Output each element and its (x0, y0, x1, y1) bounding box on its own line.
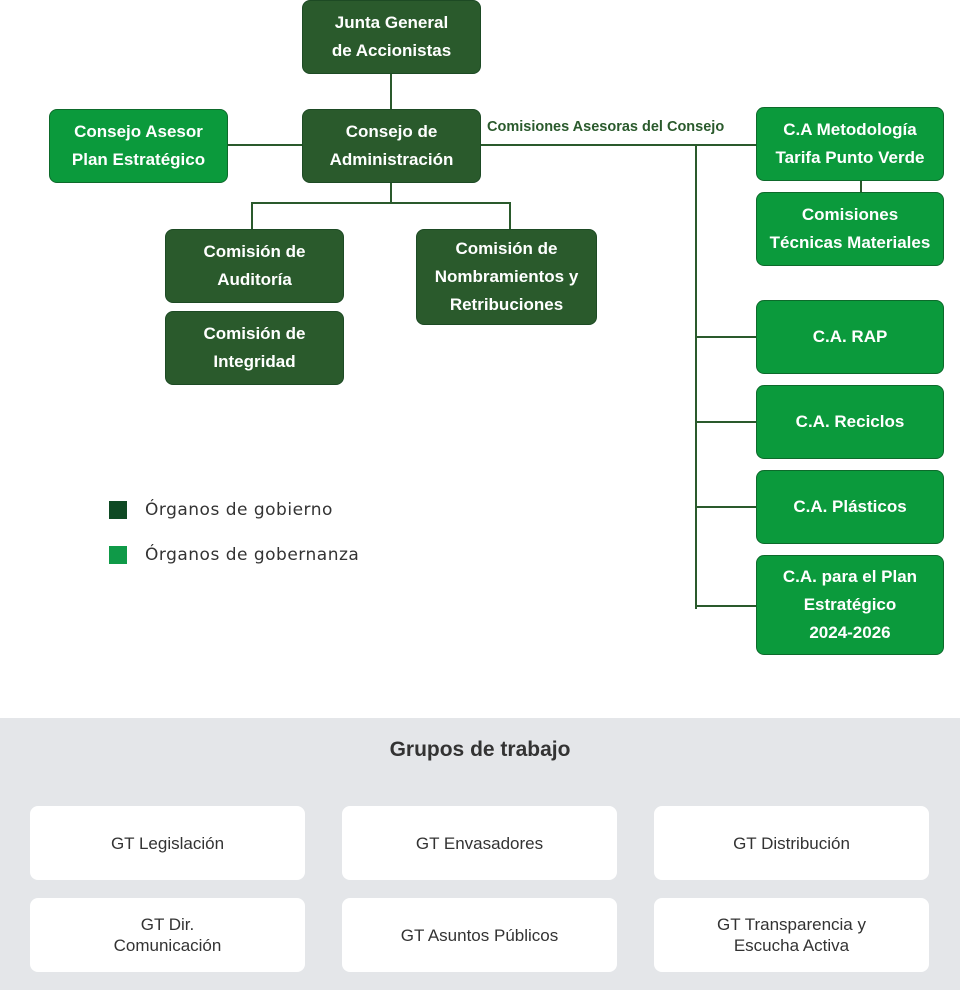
connector-auditoria (251, 202, 253, 230)
connector-asesor-consejo (227, 144, 303, 146)
node-consejo-administracion: Consejo de Administración (302, 109, 481, 183)
legend-label: Órganos de gobernanza (145, 545, 360, 565)
connector-consejo-down (390, 182, 392, 203)
legend-item-gobernanza: Órganos de gobernanza (109, 545, 359, 565)
group-card[interactable]: GT Distribución (654, 806, 929, 880)
node-ca-plan-estrategico: C.A. para el Plan Estratégico 2024-2026 (756, 555, 944, 655)
node-comision-auditoria: Comisión de Auditoría (165, 229, 344, 303)
node-comision-integridad: Comisión de Integridad (165, 311, 344, 385)
group-label: GT Legislación (110, 833, 225, 853)
node-comision-nombramientos: Comisión de Nombramientos y Retribucione… (416, 229, 597, 325)
connector-plasticos (695, 506, 757, 508)
connector-horizontal-comisiones (251, 202, 511, 204)
connector-plan (695, 605, 757, 607)
node-label: Consejo Asesor Plan Estratégico (71, 122, 206, 169)
node-ca-metodologia: C.A Metodología Tarifa Punto Verde (756, 107, 944, 181)
group-label: GT Distribución (733, 833, 850, 853)
group-card[interactable]: GT Legislación (30, 806, 305, 880)
group-label: GT Asuntos Públicos (400, 925, 559, 945)
groups-section: Grupos de trabajo GT Legislación GT Enva… (0, 718, 960, 990)
legend-item-gobierno: Órganos de gobierno (109, 500, 333, 520)
group-label: GT Dir. Comunicación (113, 915, 222, 955)
node-label: Junta General de Accionistas (331, 13, 452, 60)
node-junta-general: Junta General de Accionistas (302, 0, 481, 74)
group-card[interactable]: GT Asuntos Públicos (342, 898, 617, 972)
node-ca-plasticos: C.A. Plásticos (756, 470, 944, 544)
group-card[interactable]: GT Envasadores (342, 806, 617, 880)
node-label: Comisión de Auditoría (203, 242, 306, 289)
node-label: C.A. para el Plan Estratégico 2024-2026 (782, 567, 918, 642)
connector-label-comisiones-asesoras: Comisiones Asesoras del Consejo (487, 119, 725, 135)
groups-title: Grupos de trabajo (389, 738, 571, 761)
legend-swatch-dark (109, 501, 127, 519)
node-ca-reciclos: C.A. Reciclos (756, 385, 944, 459)
node-label: Consejo de Administración (329, 122, 454, 169)
node-comisiones-tecnicas: Comisiones Técnicas Materiales (756, 192, 944, 266)
connector-metodologia-tecnicas (860, 180, 862, 193)
connector-rap (695, 336, 757, 338)
group-label: GT Envasadores (415, 833, 544, 853)
connector-vertical-ca (695, 144, 697, 609)
node-label: C.A. Plásticos (793, 497, 907, 516)
node-label: C.A Metodología Tarifa Punto Verde (775, 120, 925, 167)
node-label: C.A. Reciclos (795, 412, 905, 431)
connector-reciclos (695, 421, 757, 423)
legend-swatch-light (109, 546, 127, 564)
legend-label: Órganos de gobierno (145, 500, 333, 520)
connector-consejo-comisiones (480, 144, 757, 146)
connector-nombramientos (509, 202, 511, 230)
node-label: Comisiones Técnicas Materiales (769, 205, 931, 252)
node-label: Comisión de Nombramientos y Retribucione… (434, 239, 579, 314)
node-consejo-asesor: Consejo Asesor Plan Estratégico (49, 109, 228, 183)
group-label: GT Transparencia y Escucha Activa (717, 915, 866, 955)
connector-junta-consejo (390, 72, 392, 110)
node-label: Comisión de Integridad (203, 324, 306, 371)
group-card[interactable]: GT Dir. Comunicación (30, 898, 305, 972)
node-ca-rap: C.A. RAP (756, 300, 944, 374)
node-label: C.A. RAP (812, 327, 888, 346)
org-chart: Comisiones Asesoras del Consejo Junta Ge… (49, 0, 944, 655)
group-card[interactable]: GT Transparencia y Escucha Activa (654, 898, 929, 972)
